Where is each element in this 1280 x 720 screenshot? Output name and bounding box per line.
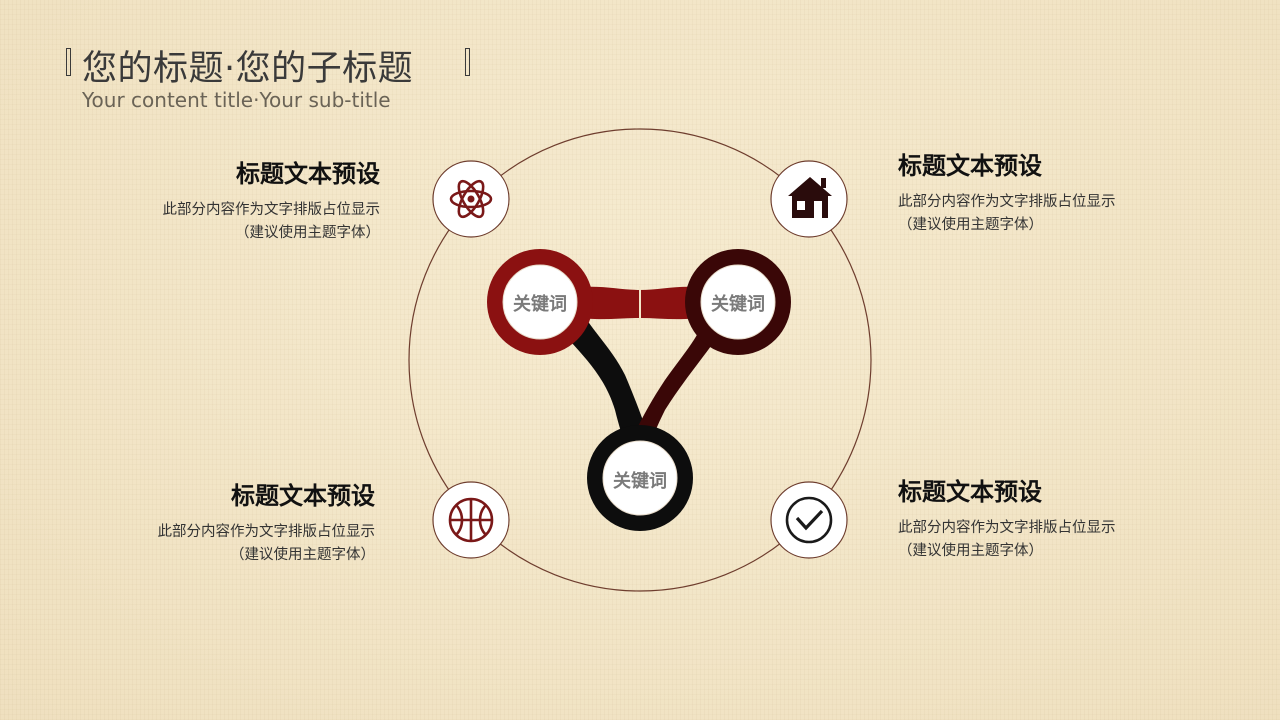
block-title: 标题文本预设 (898, 478, 1042, 506)
block-title: 标题文本预设 (898, 152, 1042, 180)
block-desc-line2: （建议使用主题字体） (230, 547, 375, 563)
text-block-top-left: 标题文本预设 此部分内容作为文字排版占位显示 （建议使用主题字体） (100, 154, 381, 245)
block-desc-line1: 此部分内容作为文字排版占位显示 (162, 202, 381, 218)
text-block-bottom-left: 标题文本预设 此部分内容作为文字排版占位显示 （建议使用主题字体） (95, 476, 376, 567)
atom-icon (449, 179, 493, 219)
block-desc-line1: 此部分内容作为文字排版占位显示 (898, 520, 1116, 536)
block-title: 标题文本预设 (231, 482, 375, 510)
page-title: 您的标题·您的子标题 (82, 49, 414, 89)
text-block-bottom-right: 标题文本预设 此部分内容作为文字排版占位显示 （建议使用主题字体） (898, 472, 1198, 563)
house-icon (788, 177, 832, 218)
basketball-icon (448, 497, 494, 543)
keyword-label-3: 关键词 (613, 470, 667, 492)
block-desc-line1: 此部分内容作为文字排版占位显示 (898, 194, 1116, 210)
node-dark-inner (700, 264, 776, 340)
block-desc-line2: （建议使用主题字体） (235, 225, 380, 241)
house-icon-badge (770, 160, 848, 238)
keyword-label-2: 关键词 (711, 293, 765, 315)
block-title: 标题文本预设 (236, 160, 380, 188)
node-red-inner (502, 264, 578, 340)
block-desc-line2: （建议使用主题字体） (898, 543, 1043, 559)
page-subtitle: Your content title·Your sub-title (82, 88, 391, 112)
check-icon (785, 496, 833, 544)
outer-ring (408, 128, 872, 592)
block-desc-line1: 此部分内容作为文字排版占位显示 (157, 524, 376, 540)
text-block-top-right: 标题文本预设 此部分内容作为文字排版占位显示 （建议使用主题字体） (898, 146, 1198, 237)
keyword-label-1: 关键词 (513, 293, 567, 315)
basketball-icon-badge (432, 481, 510, 559)
node-black-inner (602, 440, 678, 516)
atom-icon-badge (432, 160, 510, 238)
title-bracket-right (465, 48, 470, 76)
check-icon-badge (770, 481, 848, 559)
title-bracket-left (66, 48, 71, 76)
block-desc-line2: （建议使用主题字体） (898, 217, 1043, 233)
